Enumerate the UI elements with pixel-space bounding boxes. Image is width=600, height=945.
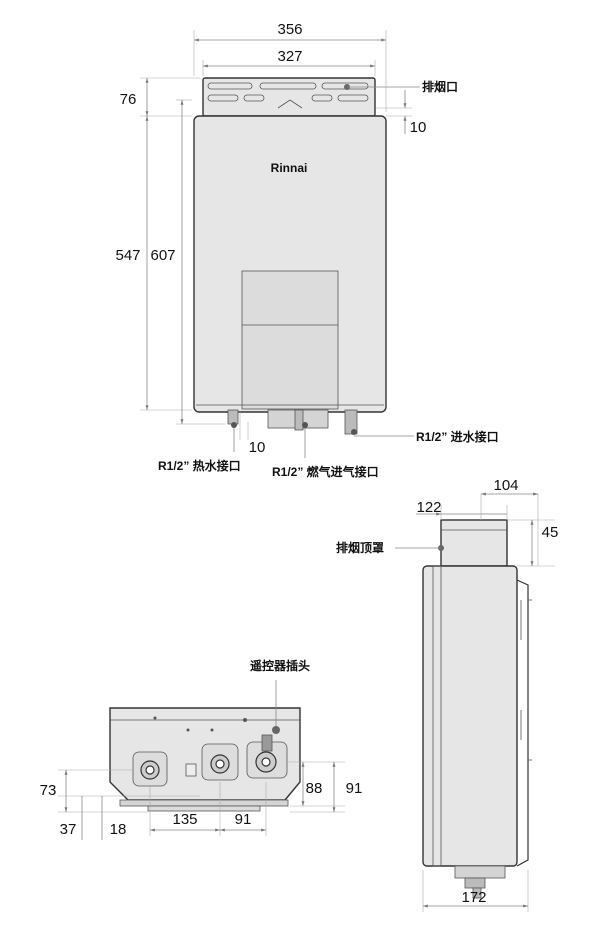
label-remote-plug: 遥控器插头	[250, 658, 310, 673]
dim-88: 88	[306, 780, 323, 797]
label-hot-outlet: R1/2” 热水接口	[158, 458, 241, 473]
brand-logo: Rinnai	[271, 161, 308, 175]
bottom-view: 遥控器插头 73 37 18 135 91 88 91	[40, 658, 363, 840]
flue-box	[202, 77, 376, 117]
side-body	[422, 565, 518, 867]
dim-76: 76	[120, 91, 137, 108]
dim-135: 135	[172, 811, 197, 828]
bottom-fittings	[227, 409, 358, 435]
dim-607: 607	[150, 247, 175, 264]
dim-356: 356	[277, 21, 302, 38]
dim-10-bottom: 10	[249, 439, 266, 456]
label-exhaust-hood: 排烟顶罩	[336, 540, 384, 555]
dim-73: 73	[40, 782, 57, 799]
dim-172: 172	[461, 889, 486, 906]
dim-122: 122	[416, 499, 441, 516]
dim-10-top: 10	[410, 119, 427, 136]
dim-45: 45	[542, 524, 559, 541]
flue-vents	[207, 82, 369, 109]
dim-18: 18	[110, 821, 127, 838]
label-gas-inlet: R1/2” 燃气进气接口	[272, 464, 379, 479]
dim-37: 37	[60, 821, 77, 838]
dim-327: 327	[277, 48, 302, 65]
dim-91-bottom: 91	[235, 811, 252, 828]
dim-91-right: 91	[346, 780, 363, 797]
front-panel	[241, 270, 339, 410]
front-view: Rinnai 356 327 76 547	[115, 21, 498, 479]
dim-547: 547	[115, 247, 140, 264]
dim-104: 104	[493, 477, 518, 494]
exhaust-hood	[440, 519, 508, 567]
label-cold-inlet: R1/2” 进水接口	[416, 429, 499, 444]
label-exhaust-port: 排烟口	[422, 79, 458, 94]
side-view: 122 104 45 172 排烟顶罩	[336, 477, 558, 912]
